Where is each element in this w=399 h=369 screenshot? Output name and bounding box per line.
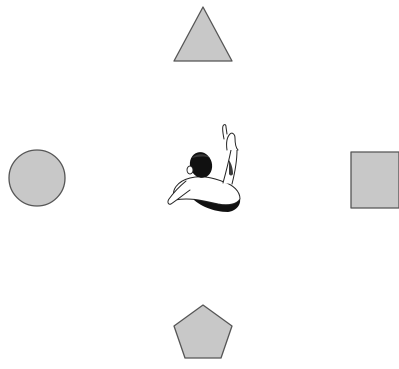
square-icon [351,152,399,208]
person-pointing-icon [168,125,240,212]
pentagon-icon [174,305,232,358]
triangle-icon [174,7,232,61]
circle-icon [9,150,65,206]
